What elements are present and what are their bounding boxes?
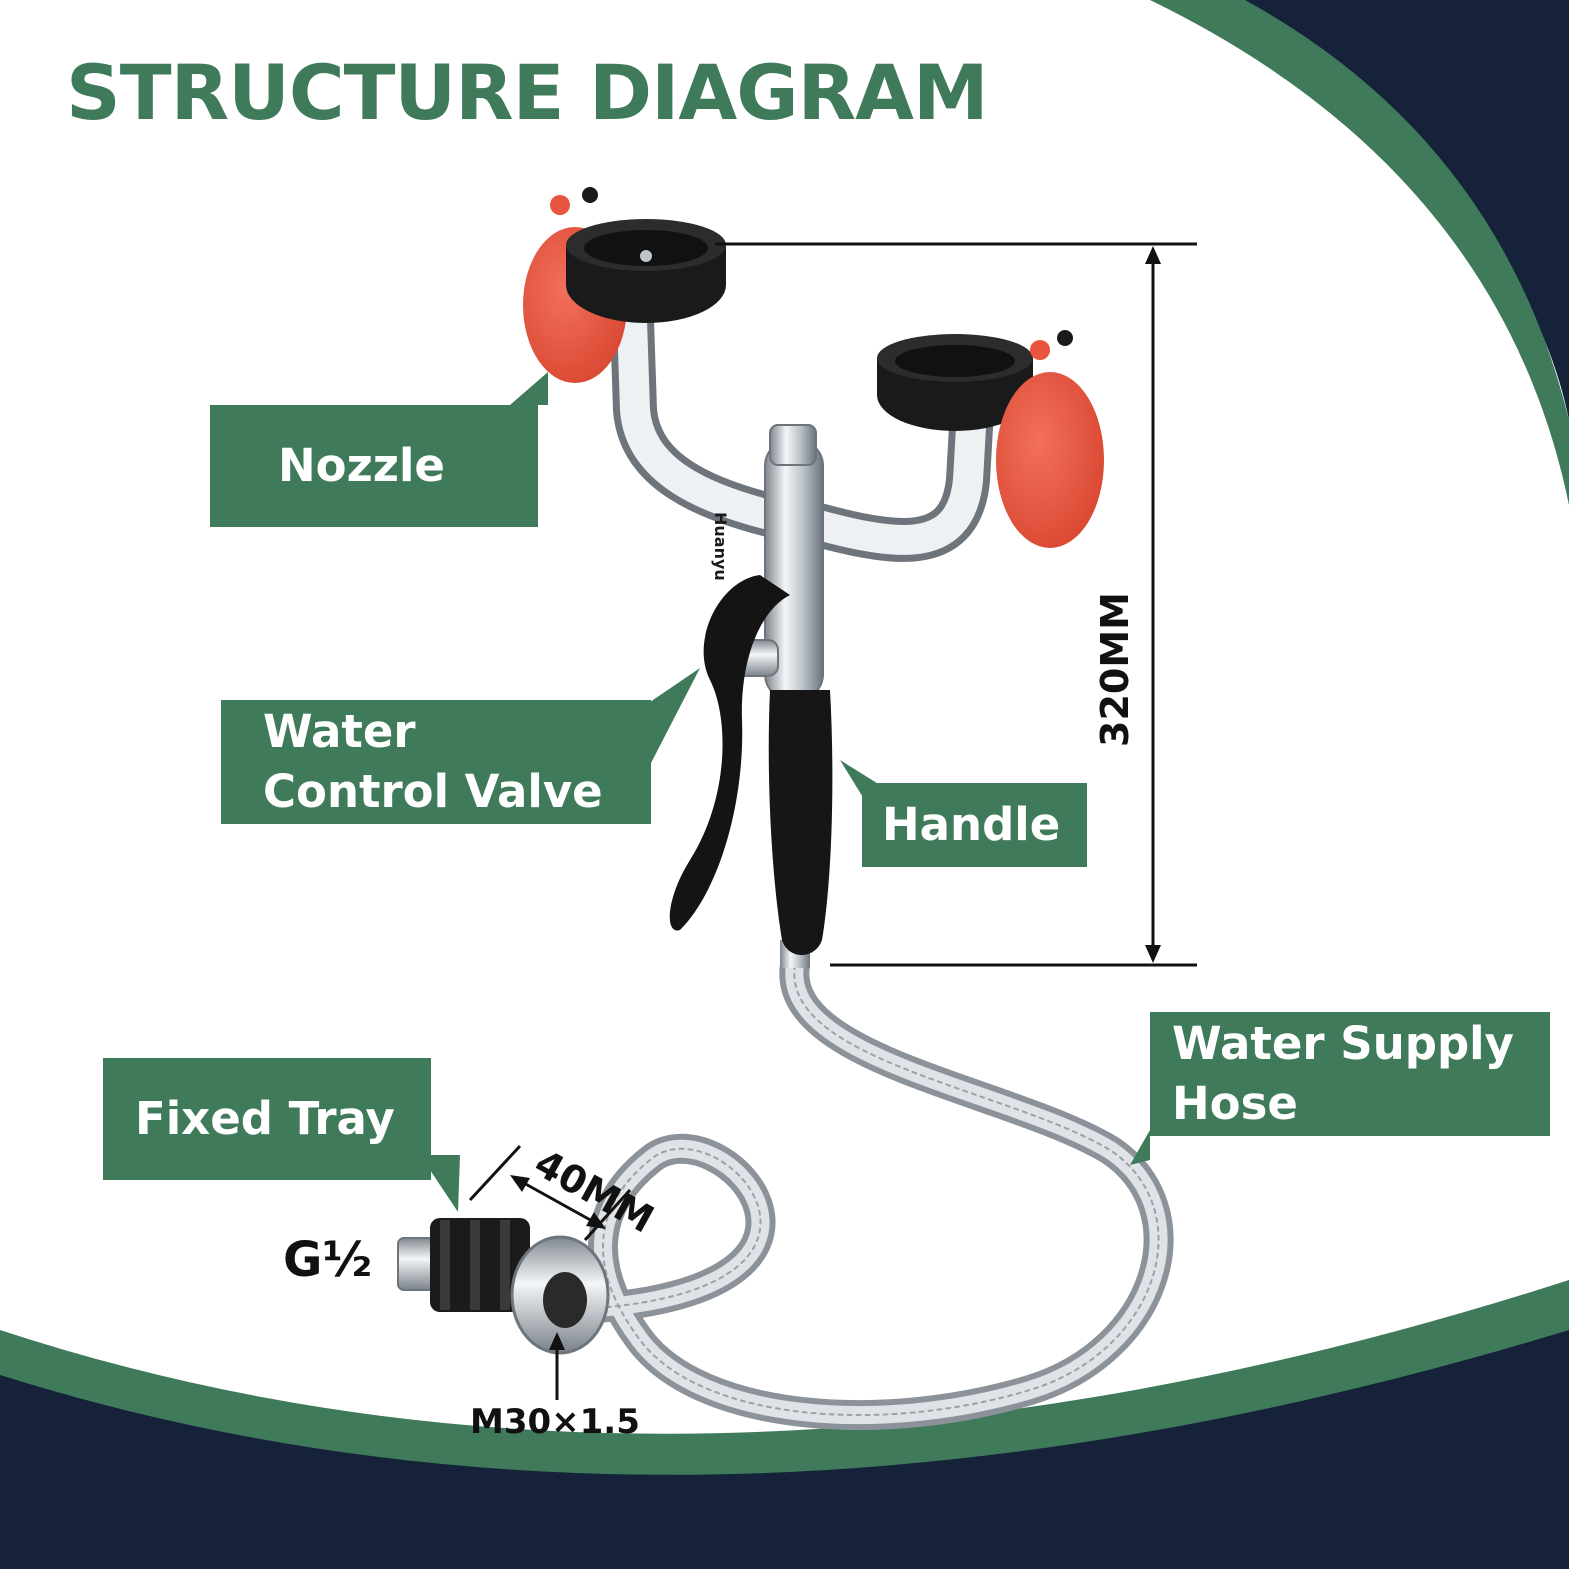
width-dimension-lines: [468, 1144, 632, 1242]
corner-band-bottom: [0, 1280, 1569, 1569]
label-handle: Handle: [862, 783, 1087, 867]
label-handle-text: Handle: [882, 798, 1061, 851]
handle-grip: [768, 690, 833, 955]
corner-band-top-right: [1150, 0, 1569, 505]
fixed-tray-connector: [397, 1218, 610, 1355]
label-water-control-valve-line1: Water: [263, 705, 416, 758]
label-water-supply-hose: Water Supply Hose: [1150, 1012, 1550, 1136]
right-nozzle: [877, 334, 1033, 431]
label-water-supply-hose-line1: Water Supply: [1172, 1017, 1514, 1070]
label-nozzle-text: Nozzle: [278, 439, 445, 492]
thread-outlet-label: M30×1.5: [470, 1402, 640, 1442]
thread-pointer: [549, 1332, 565, 1400]
height-dimension-lines: [715, 242, 1197, 967]
thread-inlet-label: G½: [283, 1232, 373, 1288]
eyewash-body: [610, 298, 994, 968]
label-water-supply-hose-line2: Hose: [1172, 1077, 1298, 1130]
label-fixed-tray: Fixed Tray: [103, 1058, 431, 1180]
page-title: STRUCTURE DIAGRAM: [66, 48, 989, 137]
valve-lever: [669, 575, 790, 931]
left-nozzle: [550, 187, 726, 323]
water-supply-hose: [545, 950, 1174, 1431]
brand-logo: Huanyu: [711, 512, 730, 581]
label-nozzle: Nozzle: [210, 405, 538, 527]
label-fixed-tray-text: Fixed Tray: [135, 1092, 395, 1145]
right-dust-cap: [996, 330, 1104, 548]
label-water-control-valve-line2: Control Valve: [263, 765, 603, 818]
label-water-control-valve: Water Control Valve: [221, 700, 651, 824]
dimension-height: 320MM: [1093, 592, 1137, 747]
